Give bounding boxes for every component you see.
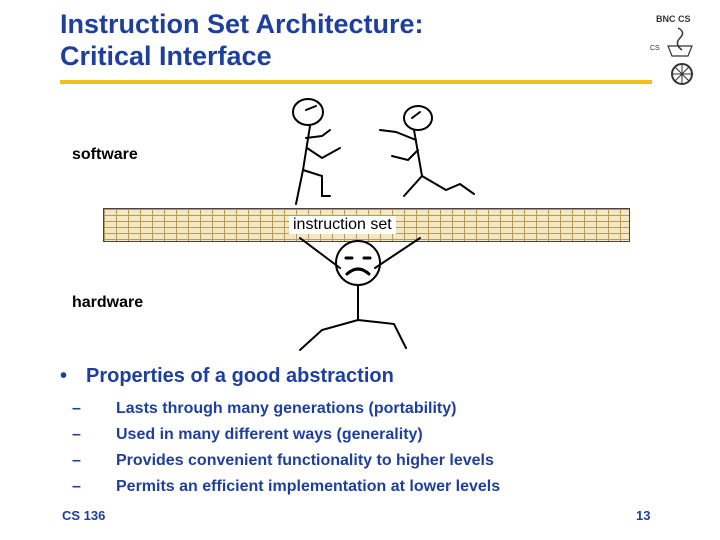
list-item: – Lasts through many generations (portabi… bbox=[72, 396, 500, 422]
subpoint-text: Lasts through many generations (portabil… bbox=[116, 400, 457, 417]
dash-marker: – bbox=[72, 400, 81, 417]
slide-title-line-2: Critical Interface bbox=[60, 41, 272, 71]
instruction-set-label: instruction set bbox=[289, 216, 396, 234]
subpoint-list: – Lasts through many generations (portabi… bbox=[72, 396, 500, 500]
software-figure-left bbox=[292, 98, 341, 205]
main-bullet-text: Properties of a good abstraction bbox=[86, 365, 394, 387]
list-item: – Provides convenient functionality to hi… bbox=[72, 448, 500, 474]
instruction-set-wall bbox=[103, 208, 630, 242]
subpoint-text: Provides convenient functionality to hig… bbox=[116, 452, 494, 469]
slide-title: Instruction Set Architecture: Critical I… bbox=[60, 8, 620, 72]
hardware-label: hardware bbox=[72, 294, 144, 311]
software-label: software bbox=[72, 146, 138, 163]
dash-marker: – bbox=[72, 478, 81, 495]
page-number: 13 bbox=[636, 508, 651, 523]
university-logo: BNC CS CS bbox=[650, 14, 693, 85]
dash-marker: – bbox=[72, 452, 81, 469]
subpoint-text: Permits an efficient implementation at l… bbox=[116, 478, 501, 495]
software-figure-right bbox=[379, 105, 475, 197]
bullet-marker: • bbox=[60, 365, 68, 387]
list-item: – Used in many different ways (generality… bbox=[72, 422, 500, 448]
slide-title-line-1: Instruction Set Architecture: bbox=[60, 9, 424, 39]
course-code: CS 136 bbox=[62, 508, 106, 523]
logo-text-top: BNC CS bbox=[656, 14, 691, 24]
list-item: – Permits an efficient implementation at … bbox=[72, 474, 500, 500]
logo-text-side: CS bbox=[650, 45, 660, 52]
title-underline-rule bbox=[60, 80, 652, 84]
dash-marker: – bbox=[72, 426, 81, 443]
main-bullet: • Properties of a good abstraction bbox=[60, 365, 394, 388]
subpoint-text: Used in many different ways (generality) bbox=[116, 426, 423, 443]
hardware-figure bbox=[299, 237, 421, 351]
